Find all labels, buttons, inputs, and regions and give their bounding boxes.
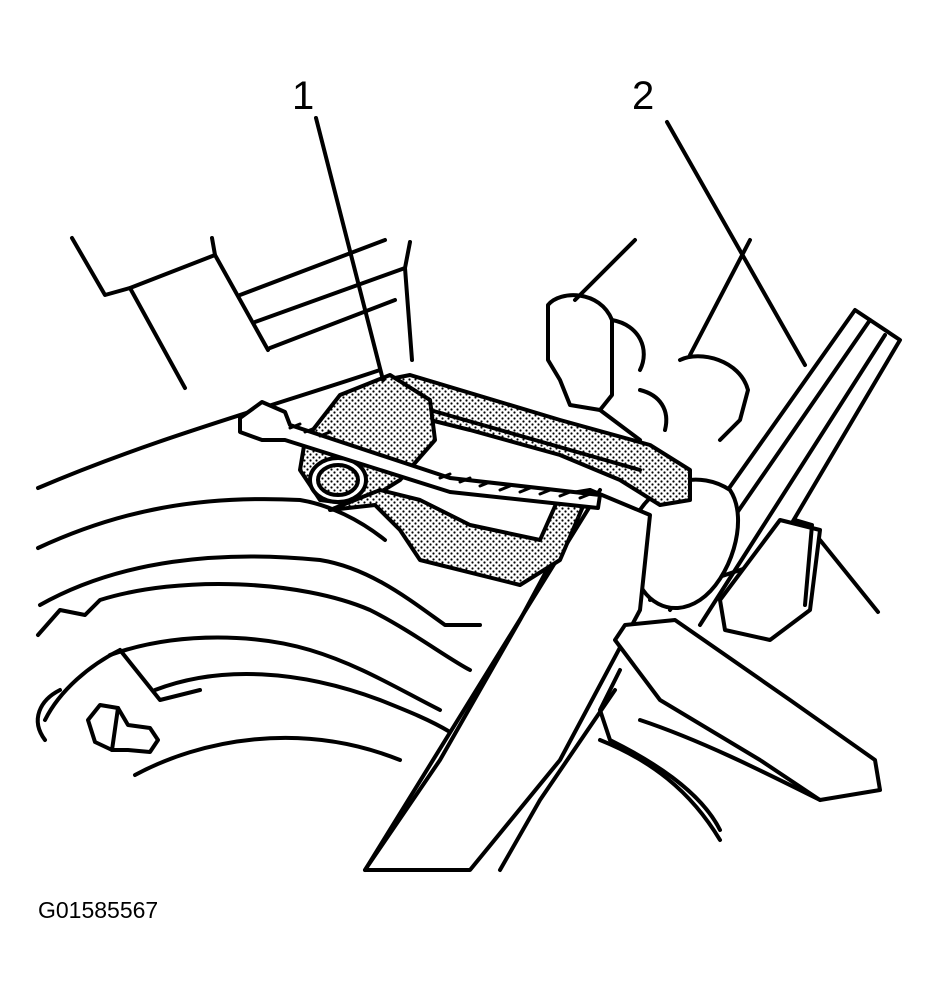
engine-body-lines [35, 236, 482, 777]
callout-label-1: 1 [292, 74, 315, 118]
callout-label-2: 2 [632, 74, 655, 118]
puller-tool [238, 373, 692, 587]
figure-id: G01585567 [38, 897, 159, 923]
callout-1-leader [314, 116, 385, 382]
upper-right-structure [546, 238, 752, 442]
callout-2-leader [665, 120, 807, 367]
bolt [86, 703, 160, 754]
